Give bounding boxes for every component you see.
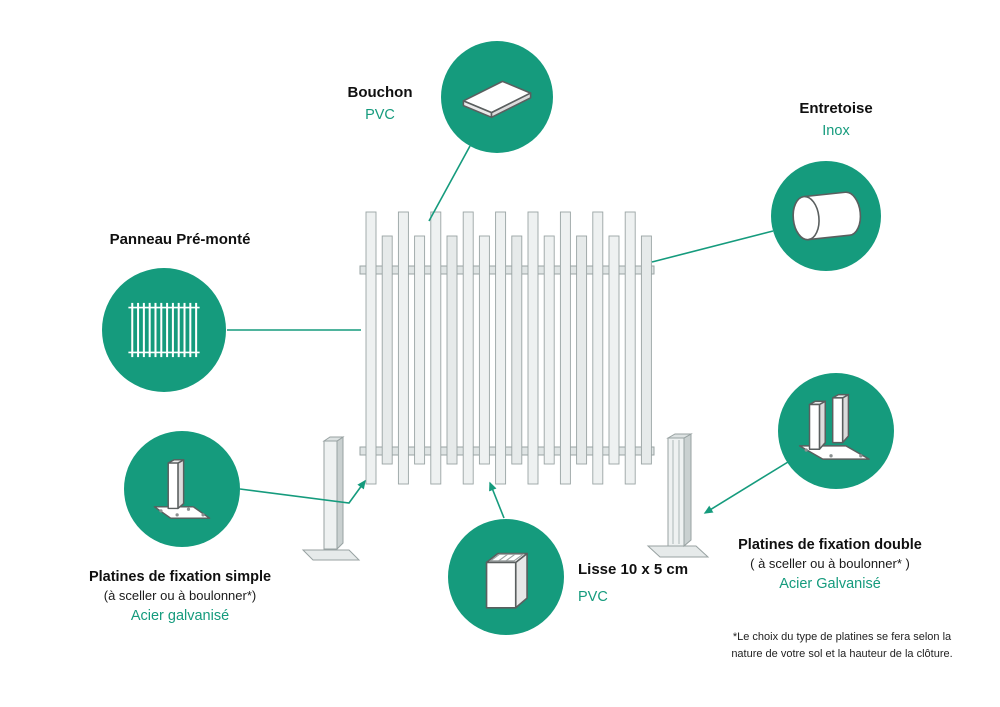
fence-slat xyxy=(608,235,620,465)
lisse-circle xyxy=(448,519,564,635)
fence-bottom-rail xyxy=(359,446,655,456)
bouchon-circle xyxy=(441,41,553,153)
footnote-line-2: nature de votre sol et la hauteur de la … xyxy=(731,647,953,660)
fence-slat xyxy=(527,211,539,485)
platines-simple-connector xyxy=(239,479,366,504)
lisse-label: Lisse 10 x 5 cm PVC xyxy=(578,561,708,606)
fence-slat xyxy=(624,211,636,485)
bouchon-material: PVC xyxy=(365,106,395,123)
fence-slat xyxy=(446,235,458,465)
right-post xyxy=(646,433,710,558)
entretoise-circle xyxy=(771,161,881,271)
fence-slat xyxy=(397,211,409,485)
fence-slat xyxy=(381,235,393,465)
left-post xyxy=(301,436,361,561)
footnote-line-1: *Le choix du type de platines se fera se… xyxy=(732,631,952,643)
fence-top-rail xyxy=(359,265,655,275)
fence-slat xyxy=(365,211,377,485)
lisse-title: Lisse 10 x 5 cm xyxy=(578,561,689,578)
fence-slat xyxy=(543,235,555,465)
platines-simple-material: Acier galvanisé xyxy=(130,608,230,625)
entretoise-connector xyxy=(651,230,774,263)
footnote: *Le choix du type de platines se fera se… xyxy=(727,629,957,662)
cap-icon xyxy=(462,80,532,119)
fence-slat xyxy=(430,211,442,485)
platines-double-title: Platines de fixation double xyxy=(738,537,922,553)
fence-illustration xyxy=(301,211,710,561)
fence-slat xyxy=(559,211,571,485)
entretoise-title: Entretoise xyxy=(799,100,873,117)
platines-double-label: Platines de fixation double ( à sceller … xyxy=(720,536,940,594)
fence-slat xyxy=(511,235,523,465)
platines-simple-subtitle: (à sceller ou à boulonner*) xyxy=(103,588,257,604)
panel-icon xyxy=(128,302,200,358)
panneau-title: Panneau Pré-monté xyxy=(109,231,251,248)
panneau-circle xyxy=(102,268,226,392)
fence-slat xyxy=(462,211,474,485)
connector-lines xyxy=(227,145,789,519)
bouchon-label: Bouchon PVC xyxy=(338,84,422,124)
fence-slat xyxy=(495,211,507,485)
entretoise-material: Inox xyxy=(822,122,850,139)
platines-double-material: Acier Galvanisé xyxy=(779,576,881,593)
tube-icon xyxy=(485,552,528,609)
fence-slat xyxy=(592,211,604,485)
panneau-label: Panneau Pré-monté xyxy=(80,231,280,250)
entretoise-label: Entretoise Inox xyxy=(776,100,896,140)
platines-double-circle xyxy=(778,373,894,489)
fence-slat xyxy=(576,235,588,465)
post-plate-icon xyxy=(153,459,211,519)
platines-double-subtitle: ( à sceller ou à boulonner* ) xyxy=(750,556,910,572)
cylinder-icon xyxy=(792,191,862,241)
left-post-base-plate xyxy=(301,549,361,561)
fence-slat xyxy=(640,235,652,465)
platines-simple-circle xyxy=(124,431,240,547)
fence-slats xyxy=(365,211,652,485)
lisse-material: PVC xyxy=(578,588,608,605)
platines-double-connector xyxy=(703,461,789,514)
fence-slat xyxy=(414,235,426,465)
double-post-plate-icon xyxy=(798,393,870,460)
bouchon-connector xyxy=(428,145,471,222)
lisse-connector xyxy=(489,481,505,519)
bouchon-title: Bouchon xyxy=(347,84,413,101)
platines-simple-title: Platines de fixation simple xyxy=(88,569,272,585)
fence-slat xyxy=(478,235,490,465)
right-post-base-plate xyxy=(646,545,710,558)
platines-simple-label: Platines de fixation simple (à sceller o… xyxy=(70,568,290,626)
